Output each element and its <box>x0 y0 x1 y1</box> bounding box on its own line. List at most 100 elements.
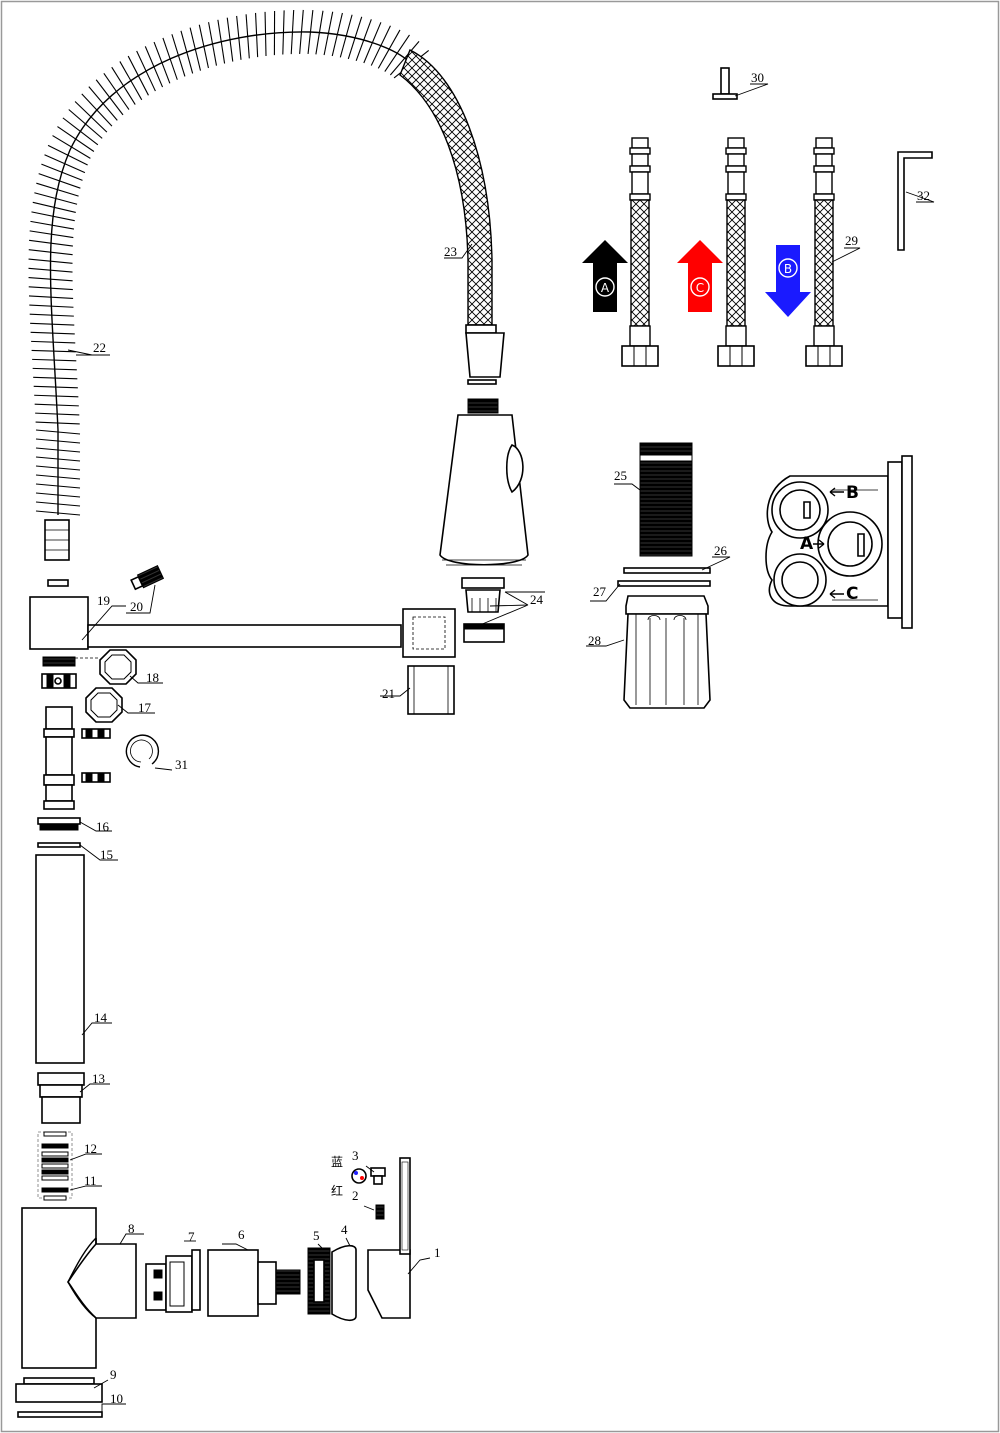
spring-coil <box>44 154 86 174</box>
label-3: 3 <box>352 1148 359 1163</box>
label-1: 1 <box>434 1245 441 1260</box>
spring-coil <box>95 79 124 116</box>
spring-coil <box>81 93 113 127</box>
spring-coil <box>189 27 202 71</box>
o-ring <box>41 1163 69 1169</box>
mounting-bolt <box>712 67 738 100</box>
spring-coil <box>34 192 78 205</box>
manifold-port-a: A <box>800 534 814 554</box>
mounting-nut <box>623 613 711 709</box>
spring-coil <box>264 11 267 57</box>
o-ring <box>41 1143 69 1149</box>
mounting-shank <box>617 442 711 709</box>
spring-coil <box>127 55 149 96</box>
spring-coil <box>35 510 81 516</box>
spout-sleeve <box>407 665 455 715</box>
spring-coil <box>153 41 171 84</box>
spout-assembly <box>29 596 456 658</box>
spring-coil <box>35 447 81 453</box>
label-28: 28 <box>588 633 601 648</box>
spring-coil <box>33 385 78 389</box>
spring-coil <box>35 412 80 416</box>
clip-31 <box>81 728 160 783</box>
spring-coil <box>34 403 79 407</box>
spring-coil <box>363 22 382 64</box>
label-31: 31 <box>175 757 188 772</box>
spring-coil <box>32 201 76 213</box>
label-29: 29 <box>845 233 858 248</box>
manifold-port-c: C <box>846 584 858 604</box>
label-red: 红 <box>331 1183 343 1198</box>
braided-hose <box>399 49 505 385</box>
o-ring <box>41 1157 69 1163</box>
valve-manifold: B A C <box>765 455 913 629</box>
arrow-a-letter: A <box>601 281 610 295</box>
spring-coil <box>198 24 209 69</box>
spring-coil <box>29 313 74 317</box>
spring-coil <box>299 9 304 54</box>
o-ring <box>43 1195 67 1201</box>
spring-coil <box>370 25 391 66</box>
spring-coil <box>307 9 314 55</box>
label-30: 30 <box>751 70 764 85</box>
hex-key <box>897 151 933 251</box>
spring-coil <box>119 61 143 101</box>
spring-coil <box>226 17 234 62</box>
spring-coil <box>217 19 226 64</box>
label-9: 9 <box>110 1367 117 1382</box>
spring-coil <box>355 19 372 62</box>
ring-18 <box>99 649 137 685</box>
label-27: 27 <box>593 584 607 599</box>
coiled-spring-hose <box>28 9 430 587</box>
spring-coil <box>30 322 75 326</box>
label-32: 32 <box>917 188 930 203</box>
spring-coil <box>88 86 118 121</box>
spring-coil <box>144 46 164 88</box>
spring-coil <box>31 211 75 222</box>
label-12: 12 <box>84 1141 97 1156</box>
label-6: 6 <box>238 1227 245 1242</box>
spring-coil <box>35 438 81 444</box>
spring-coil <box>208 22 218 66</box>
spring-coil <box>323 11 334 56</box>
label-23: 23 <box>444 244 457 259</box>
supply-hose <box>621 137 659 367</box>
spring-coil <box>28 267 73 273</box>
o-ring <box>41 1175 69 1181</box>
spring-coil <box>38 173 81 189</box>
spring-coil <box>339 14 353 58</box>
spray-head <box>439 398 529 643</box>
label-18: 18 <box>146 670 159 685</box>
spring-coil <box>377 29 401 69</box>
arrow-c-letter: C <box>696 281 704 295</box>
label-blue: 蓝 <box>331 1155 343 1169</box>
label-10: 10 <box>110 1391 123 1406</box>
spring-coil <box>74 101 108 133</box>
spring-coil <box>331 12 343 57</box>
spring-coil <box>389 40 420 76</box>
spring-coil <box>32 358 77 362</box>
label-17: 17 <box>138 700 152 715</box>
spring-coil <box>35 456 81 462</box>
o-ring <box>41 1187 69 1193</box>
spring-coil <box>28 277 73 282</box>
spring-coil <box>29 239 73 247</box>
flow-arrow-a: A <box>582 240 628 312</box>
spring-coil <box>282 10 285 55</box>
body-tube <box>35 854 85 1064</box>
spring-coil <box>62 117 99 146</box>
spring-coil <box>245 14 250 59</box>
ring-17 <box>85 687 123 723</box>
spring-coil <box>315 10 324 55</box>
spring-coil <box>290 9 295 55</box>
spring-coil <box>36 182 79 197</box>
spout-arm <box>87 624 402 648</box>
spring-coil <box>32 367 77 371</box>
label-20: 20 <box>130 599 143 614</box>
label-4: 4 <box>341 1222 348 1237</box>
spring-coil <box>31 349 76 353</box>
arrow-b-letter: B <box>784 262 792 276</box>
spring-coil <box>28 249 73 256</box>
label-21: 21 <box>382 686 395 701</box>
